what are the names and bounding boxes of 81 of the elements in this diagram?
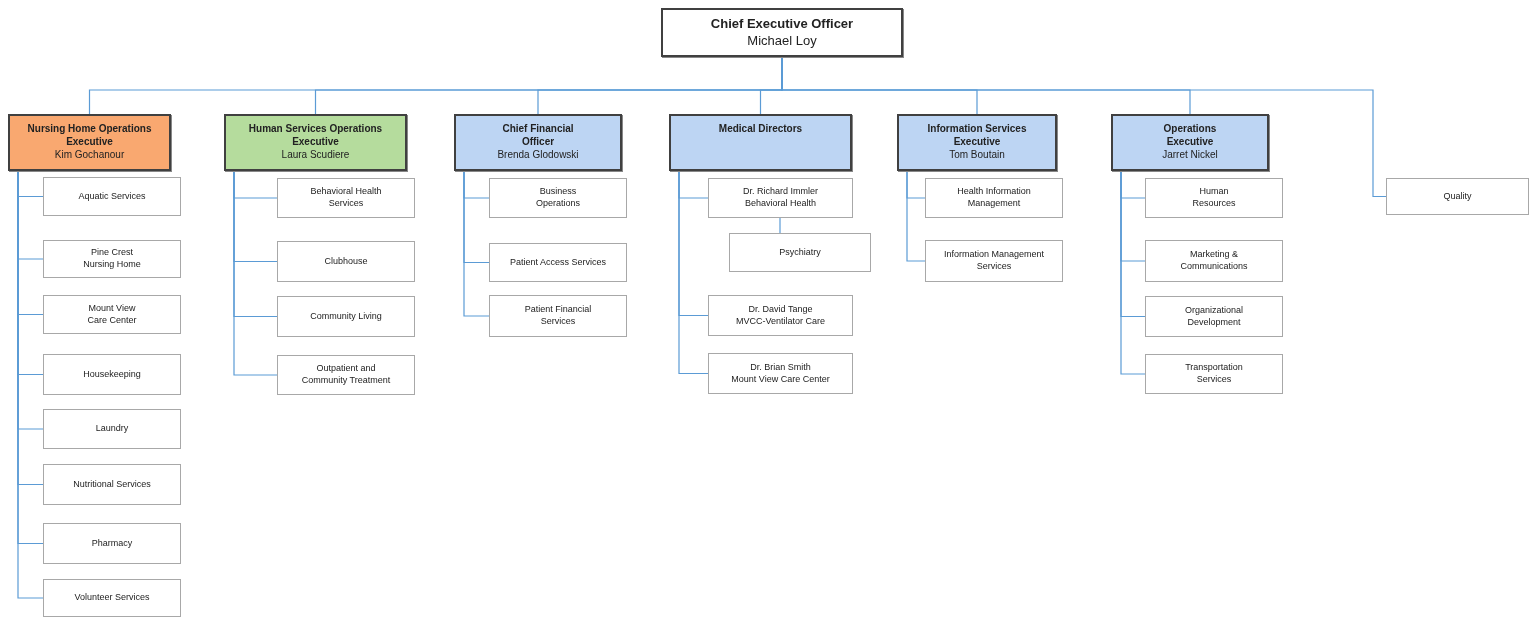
connector-line [1120, 170, 1146, 375]
unit-name: Information Management Services [942, 249, 1046, 273]
connector-line [779, 217, 781, 234]
unit-name: Housekeeping [83, 368, 141, 381]
unit-box [489, 178, 627, 218]
unit-box [277, 296, 415, 337]
unit-box [43, 354, 181, 395]
unit-name: Quality [1443, 190, 1472, 203]
unit-name: Health Information Management [956, 186, 1032, 210]
role-title: Human Services Operations Executive [247, 122, 384, 148]
unit-box [925, 240, 1063, 282]
person-name: Kim Gochanour [54, 148, 125, 161]
unit-name: Patient Financial Services [523, 304, 593, 328]
connector-line [906, 170, 926, 262]
executive-box [669, 114, 852, 171]
unit-name: Pine Crest Nursing Home [82, 247, 142, 271]
executive-box [8, 114, 171, 171]
unit-box [43, 579, 181, 617]
unit-name: Clubhouse [324, 255, 368, 268]
unit-box [43, 409, 181, 449]
unit-box [1386, 178, 1529, 215]
unit-box [1145, 240, 1283, 282]
connector-line [463, 170, 490, 317]
unit-name: Laundry [95, 423, 129, 435]
unit-box [277, 241, 415, 282]
unit-box [43, 295, 181, 334]
unit-box [1145, 354, 1283, 394]
unit-name: Behavioral Health Services [309, 186, 383, 210]
unit-box [277, 355, 415, 395]
person-name: Tom Boutain [949, 148, 1005, 161]
unit-box [729, 233, 871, 272]
unit-name: Dr. David Tange [748, 303, 813, 316]
role-title: Chief Financial Officer [501, 122, 575, 148]
unit-box [708, 295, 853, 336]
unit-name: Outpatient and Community Treatment [300, 363, 392, 387]
unit-name: Patient Access Services [509, 256, 606, 269]
executive-box [454, 114, 622, 171]
person-name: Laura Scudiere [281, 148, 350, 161]
connector-line [678, 170, 709, 375]
unit-name: Mount View Care Center [731, 373, 830, 386]
person-name: Jarret Nickel [1162, 148, 1218, 161]
unit-name: Organizational Development [1183, 304, 1244, 329]
unit-box [1145, 178, 1283, 218]
person-name: Michael Loy [747, 32, 817, 49]
unit-name: Transportation Services [1184, 362, 1244, 386]
connector-line [233, 170, 278, 376]
unit-name: Dr. Brian Smith [750, 361, 811, 374]
executive-box [224, 114, 407, 171]
unit-name: MVCC-Ventilator Care [736, 315, 825, 328]
role-title: Medical Directors [718, 122, 803, 135]
executive-box [661, 8, 903, 57]
unit-name: Human Resources [1191, 186, 1237, 210]
unit-box [925, 178, 1063, 218]
unit-box [43, 464, 181, 505]
person-name: Brenda Glodowski [497, 148, 579, 161]
executive-box [897, 114, 1057, 171]
unit-name: Behavioral Health [744, 198, 816, 210]
unit-name: Mount View Care Center [86, 302, 138, 327]
unit-name: Marketing & Communications [1179, 249, 1249, 273]
unit-name: Aquatic Services [78, 190, 146, 203]
unit-box [708, 353, 853, 394]
role-title: Information Services Executive [926, 122, 1028, 148]
executive-box [1111, 114, 1269, 171]
role-title: Operations Executive [1162, 122, 1218, 148]
unit-box [489, 295, 627, 337]
unit-name: Community Living [310, 310, 382, 323]
unit-box [708, 178, 853, 218]
unit-box [1145, 296, 1283, 337]
unit-name: Dr. Richard Immler [743, 186, 818, 198]
unit-name: Pharmacy [91, 537, 133, 550]
unit-box [489, 243, 627, 282]
unit-box [43, 240, 181, 278]
unit-box [43, 177, 181, 216]
unit-name: Business Operations [535, 186, 581, 210]
role-title: Nursing Home Operations Executive [26, 122, 153, 148]
unit-box [277, 178, 415, 218]
unit-name: Nutritional Services [73, 478, 151, 491]
unit-name: Volunteer Services [74, 592, 150, 604]
unit-name: Psychiatry [779, 246, 821, 259]
role-title: Chief Executive Officer [710, 16, 854, 33]
unit-box [43, 523, 181, 564]
